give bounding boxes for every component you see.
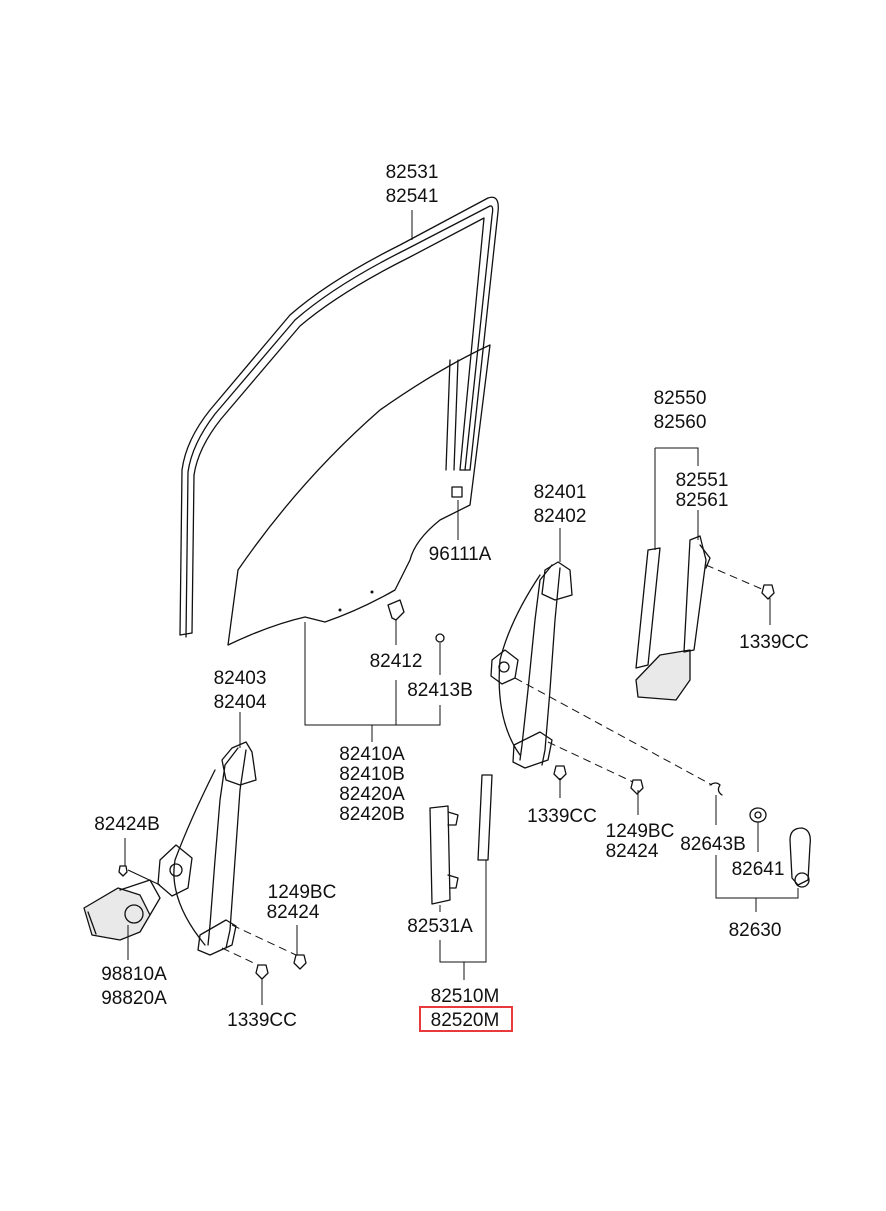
label-98810A: 98810A [101, 964, 167, 985]
part-labels: 82531 82541 82550 82560 82551 82561 8240… [94, 162, 809, 1032]
label-1339CC-left: 1339CC [227, 1010, 297, 1031]
label-1249BC-left: 1249BC [268, 882, 337, 903]
glass-clip [387, 599, 445, 643]
label-82520M: 82520M [431, 1010, 500, 1031]
highlight-box-82520M [419, 1006, 513, 1032]
label-1249BC-center: 1249BC [606, 821, 675, 842]
rear-lower-channel [635, 535, 711, 701]
label-1339CC-center: 1339CC [527, 806, 597, 827]
label-82643B: 82643B [680, 834, 746, 855]
label-82413B: 82413B [407, 680, 473, 701]
label-82630: 82630 [729, 920, 782, 941]
door-glass [227, 344, 491, 646]
label-82531A: 82531A [407, 916, 473, 937]
label-82560: 82560 [654, 412, 707, 433]
label-1339CC-right: 1339CC [739, 632, 809, 653]
window-motor [83, 879, 161, 941]
window-crank-handle [749, 807, 811, 888]
label-82550: 82550 [654, 388, 707, 409]
label-82424-left: 82424 [267, 902, 320, 923]
label-82424B: 82424B [94, 814, 160, 835]
glass-run-channel [179, 196, 499, 638]
label-82531: 82531 [386, 162, 439, 183]
label-82401: 82401 [534, 482, 587, 503]
label-82412: 82412 [370, 651, 423, 672]
label-96111A: 96111A [429, 544, 492, 565]
label-82402: 82402 [534, 506, 587, 527]
label-82410B: 82410B [339, 764, 405, 785]
label-82404: 82404 [214, 692, 267, 713]
label-82403: 82403 [214, 668, 267, 689]
label-82420B: 82420B [339, 804, 405, 825]
label-82410A: 82410A [339, 744, 405, 765]
label-82510M: 82510M [431, 986, 500, 1007]
label-82541: 82541 [386, 186, 439, 207]
run-strip [477, 774, 493, 861]
leader-lines [124, 210, 799, 1005]
label-82551: 82551 [676, 470, 729, 491]
label-98820A: 98820A [101, 988, 167, 1009]
label-82420A: 82420A [339, 784, 405, 805]
window-regulator-right [490, 561, 573, 769]
label-82424-center: 82424 [606, 841, 659, 862]
label-82641: 82641 [732, 859, 785, 880]
label-82561: 82561 [676, 490, 729, 511]
window-regulator-left [157, 741, 257, 956]
lower-channel-bracket [429, 805, 459, 905]
